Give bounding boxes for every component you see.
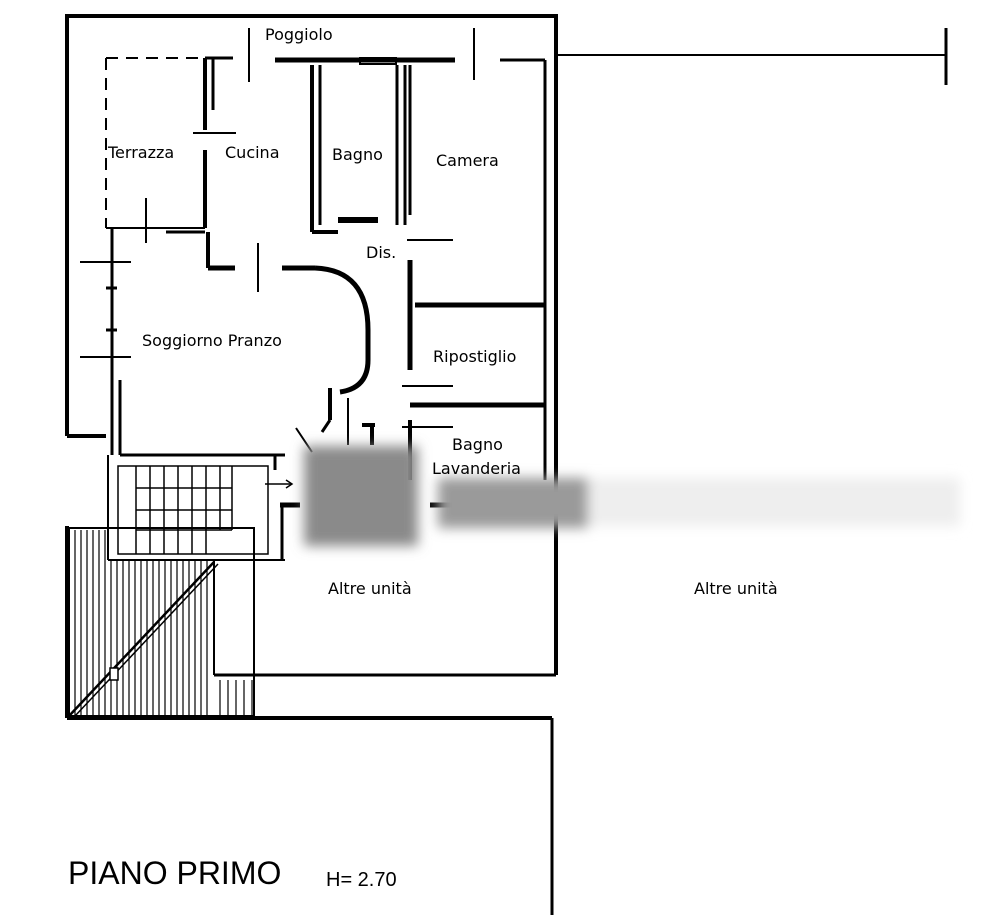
label-dis: Dis. [366,243,396,262]
outer-walls [65,14,948,915]
label-altre-unita-right: Altre unità [694,579,778,598]
hatched-area [68,527,255,717]
label-ripostiglio: Ripostiglio [433,347,516,366]
label-altre-unita-left: Altre unità [328,579,412,598]
label-bagno-lavanderia-line2: Lavanderia [432,459,521,478]
label-poggiolo: Poggiolo [265,25,333,44]
label-cucina: Cucina [225,143,280,162]
room-labels: Poggiolo Terrazza Cucina Bagno Camera Di… [107,25,778,598]
redacted-area [304,446,960,546]
label-soggiorno-pranzo: Soggiorno Pranzo [142,331,282,350]
height-note: H= 2.70 [326,869,397,891]
staircase [117,465,294,555]
label-camera: Camera [436,151,499,170]
label-bagno-lavanderia-line1: Bagno [452,435,503,454]
plan-title: PIANO PRIMO [68,855,281,891]
interior-walls [106,56,547,675]
label-bagno: Bagno [332,145,383,164]
label-terrazza: Terrazza [107,143,174,162]
door-markers [80,28,475,453]
terrace-outline [105,57,205,228]
